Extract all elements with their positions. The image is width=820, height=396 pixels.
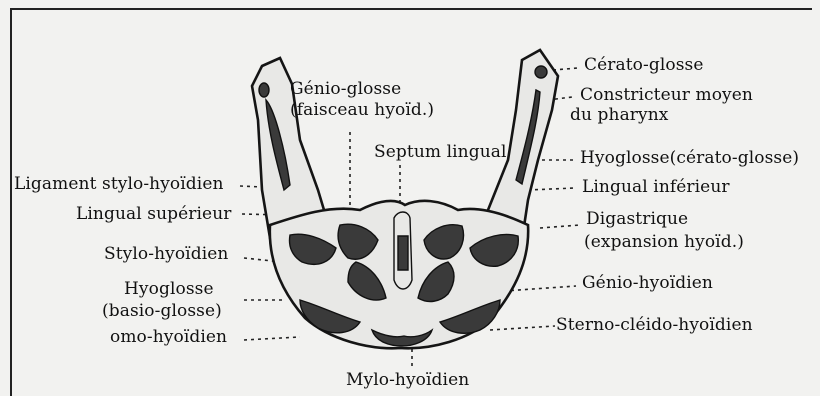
label-genio-glosse: Génio-glosse: [290, 80, 401, 98]
label-omo-hyoidien: omo-hyoïdien: [110, 328, 227, 346]
label-hyoglosse-basio: Hyoglosse: [124, 280, 214, 298]
label-hyoglosse-cerato: Hyoglosse(cérato-glosse): [580, 149, 799, 167]
label-septum-lingual: Septum lingual: [374, 143, 507, 161]
label-cerato-glosse: Cérato-glosse: [584, 56, 704, 74]
label-lingual-superieur: Lingual supérieur: [76, 205, 232, 223]
label-genio-hyoidien: Génio-hyoïdien: [582, 274, 713, 292]
label-ligament-stylo-hyoidien: Ligament stylo-hyoïdien: [14, 175, 224, 193]
label-constricteur: Constricteur moyen: [580, 86, 753, 104]
label-constricteur-sub: du pharynx: [570, 106, 668, 124]
label-lingual-inferieur: Lingual inférieur: [582, 178, 730, 196]
label-genio-glosse-sub: (faisceau hyoïd.): [290, 101, 434, 119]
label-digastrique: Digastrique: [586, 210, 688, 228]
label-mylo-hyoidien: Mylo-hyoïdien: [346, 371, 469, 389]
label-stylo-hyoidien: Stylo-hyoïdien: [104, 245, 228, 263]
label-digastrique-sub: (expansion hyoïd.): [584, 233, 744, 251]
label-hyoglosse-basio-sub: (basio-glosse): [102, 302, 222, 320]
label-sterno-cleido-hyoidien: Sterno-cléido-hyoïdien: [556, 316, 753, 334]
